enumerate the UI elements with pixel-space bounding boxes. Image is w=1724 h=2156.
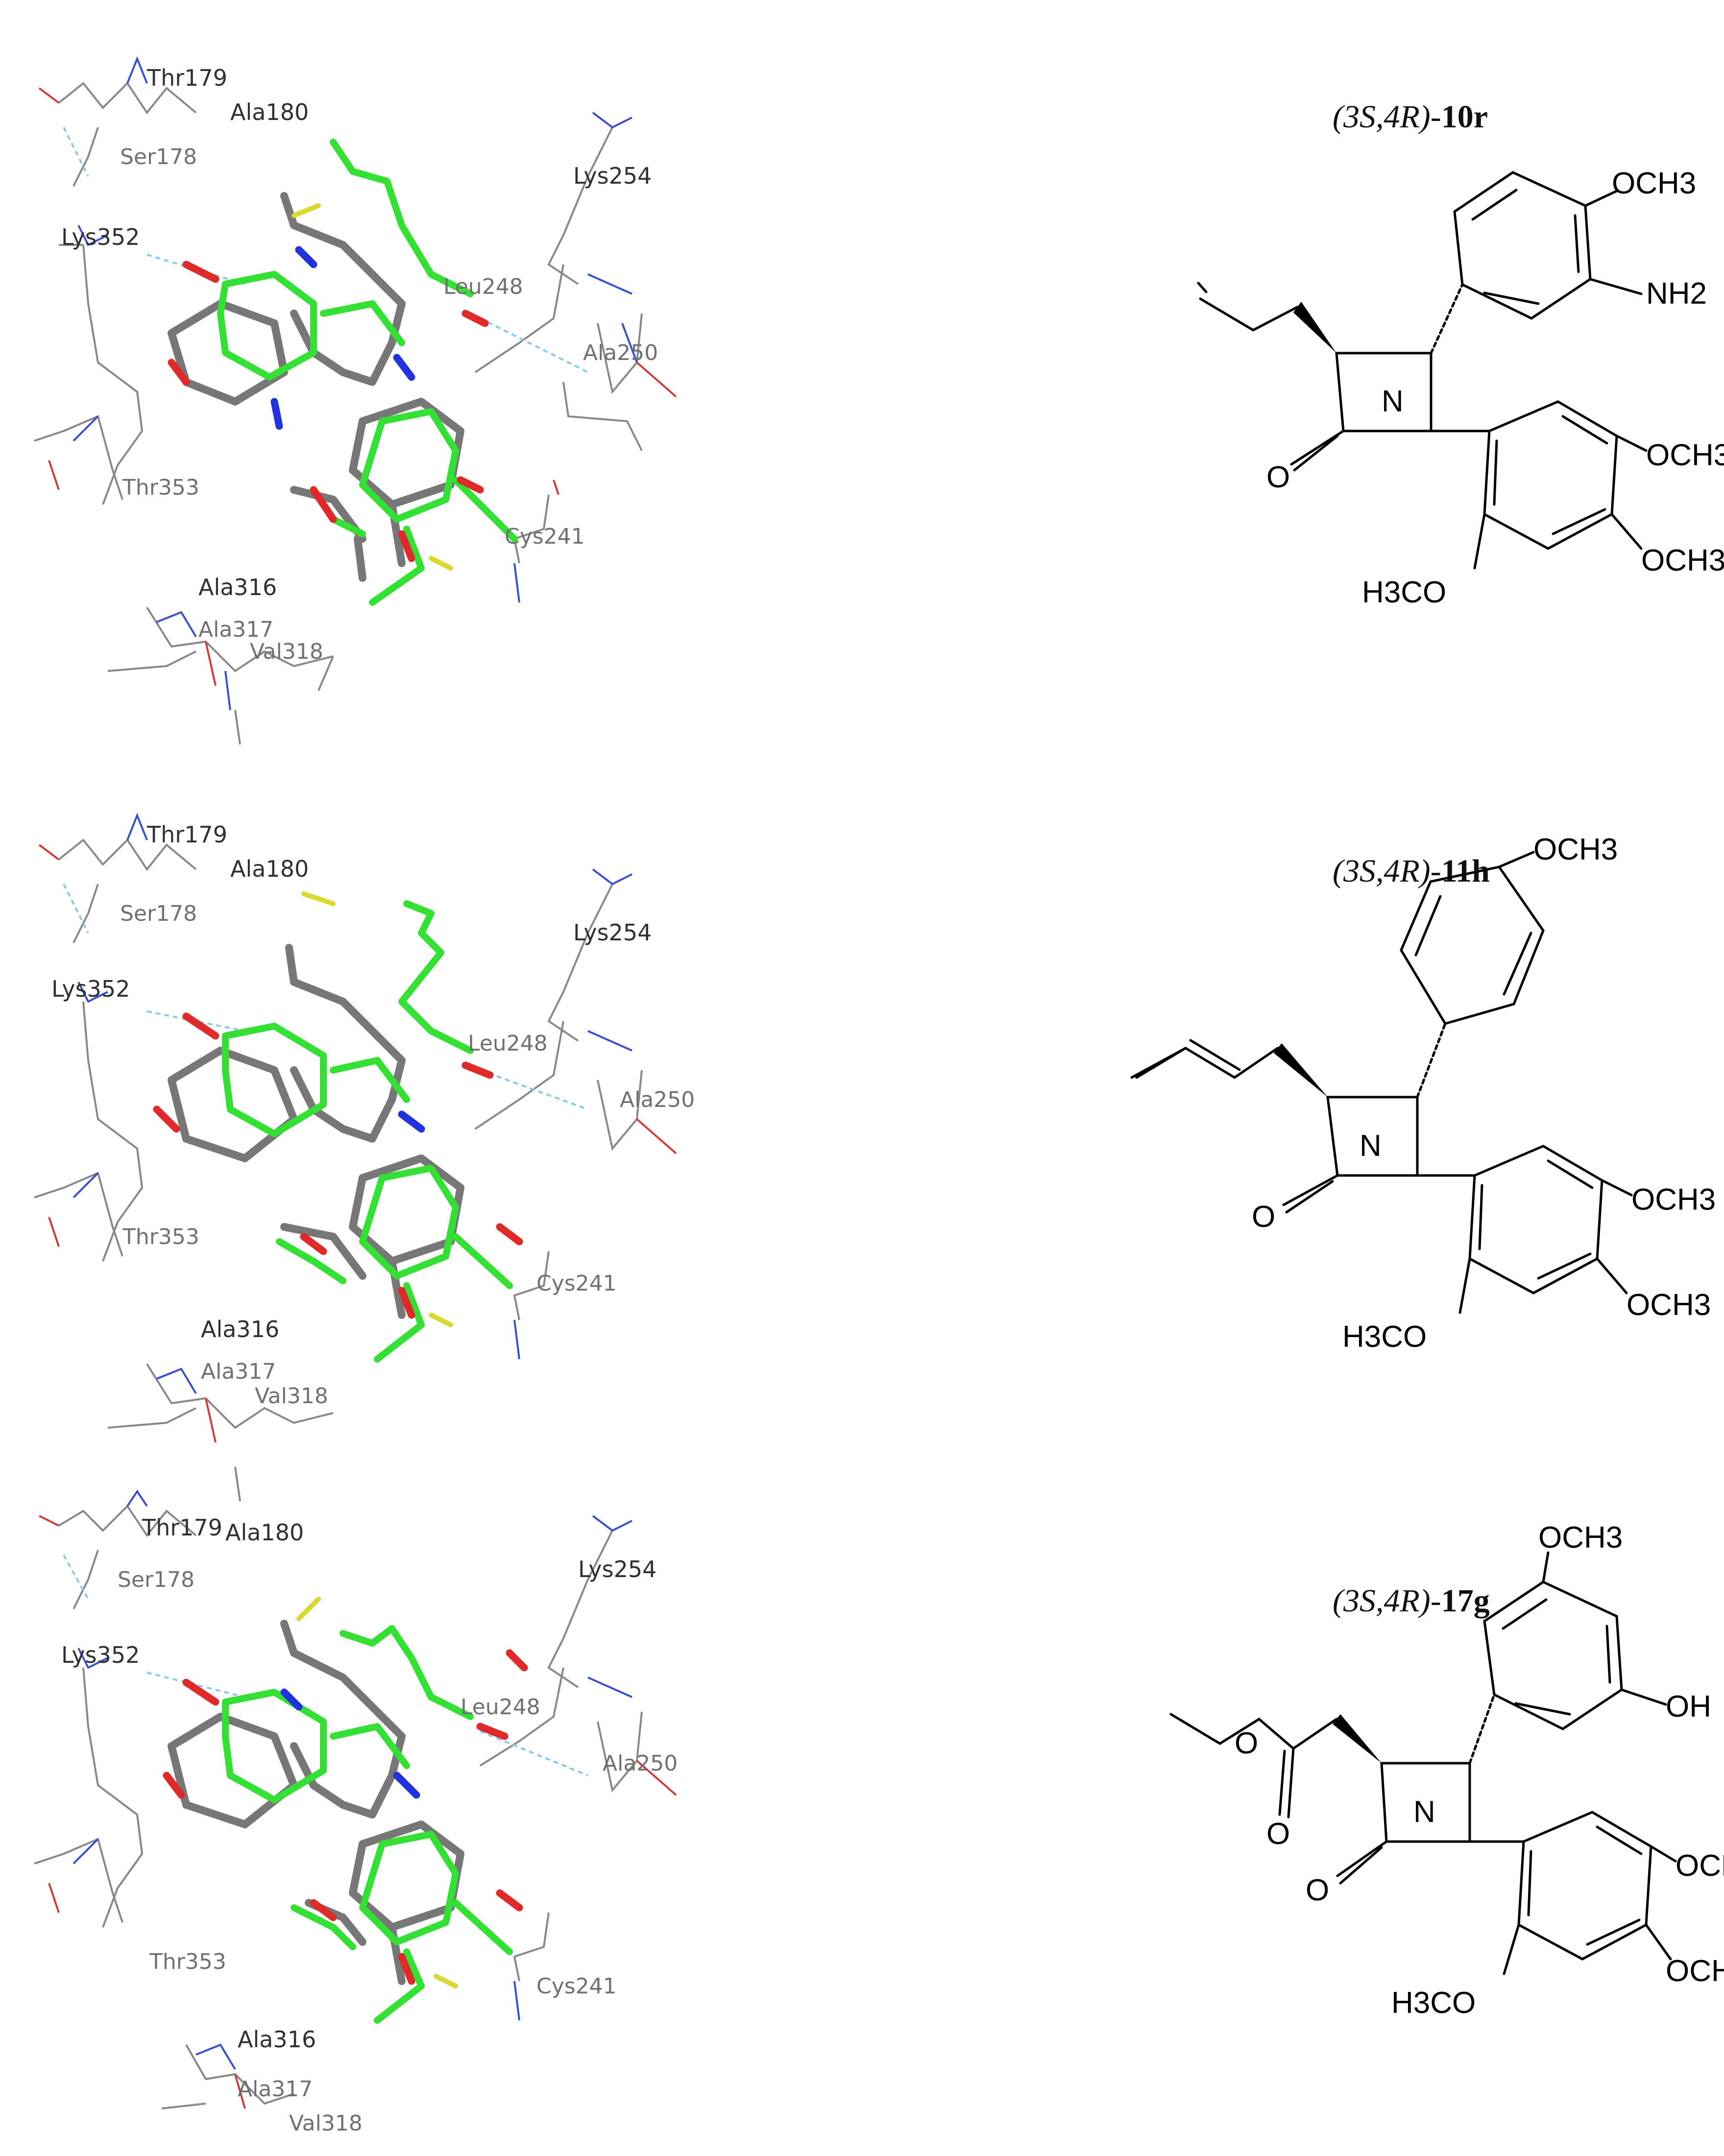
residue-label: Lys352 — [61, 224, 140, 250]
residue-label: Lys254 — [573, 919, 652, 946]
residue-label: Lys352 — [61, 1642, 140, 1668]
residue-label: Leu248 — [461, 1695, 540, 1720]
residue-label: Ala180 — [225, 1519, 304, 1546]
residue-label: Ala317 — [238, 2077, 313, 2102]
residue-label: Ser178 — [118, 1567, 194, 1592]
residue-label: Thr179 — [142, 1514, 222, 1541]
docking-panel-1: Thr179 Ala180 Ser178 Lys254 Lys352 Leu24… — [34, 56, 677, 745]
substituent-label: OCH3 — [1666, 1954, 1724, 1988]
substituent-label: OCH3 — [1675, 1849, 1724, 1883]
residue-label: Ala317 — [201, 1359, 276, 1384]
atom-n: N — [1382, 384, 1404, 418]
residue-label: Ala316 — [238, 2026, 316, 2053]
residue-label: Ala180 — [230, 99, 309, 125]
atom-n: N — [1360, 1129, 1382, 1163]
structure-10r: (3S,4R)-10r N O OCH3 NH2 OCH3 OCH3 H3CO — [1197, 99, 1724, 609]
residue-label: Ala250 — [583, 340, 658, 365]
compound-title: (3S,4R)-10r — [1333, 99, 1488, 135]
docking-panel-2: Thr179 Ala180 Ser178 Lys254 Lys352 Leu24… — [34, 813, 695, 1502]
substituent-label: OCH3 — [1641, 544, 1724, 577]
docking-panel-3: Thr179 Ala180 Ser178 Lys254 Lys352 Leu24… — [34, 1489, 678, 2136]
residue-label: Leu248 — [443, 274, 523, 299]
residue-label: Ser178 — [120, 144, 197, 169]
residue-label: Ala250 — [620, 1087, 695, 1112]
residue-label: Lys254 — [578, 1556, 656, 1582]
residue-label: Val318 — [289, 2111, 363, 2136]
compound-title: (3S,4R)-11h — [1333, 853, 1490, 889]
residue-label: Ala317 — [198, 617, 273, 642]
substituent-label: OH — [1666, 1690, 1711, 1724]
substituent-label: NH2 — [1646, 277, 1707, 311]
residue-label: Val318 — [250, 639, 323, 664]
compound-title: (3S,4R)-17g — [1333, 1583, 1490, 1619]
residue-label: Ala316 — [201, 1316, 279, 1342]
substituent-label: H3CO — [1362, 575, 1446, 609]
substituent-label: OCH3 — [1646, 438, 1724, 472]
atom-o: O — [1266, 1817, 1290, 1851]
atom-o: O — [1252, 1200, 1275, 1234]
residue-label: Val318 — [255, 1384, 328, 1409]
atom-o: O — [1266, 460, 1290, 494]
residue-label: Thr179 — [146, 65, 227, 91]
residue-label: Lys352 — [51, 976, 130, 1002]
atom-o: O — [1306, 1873, 1329, 1907]
substituent-label: OCH3 — [1627, 1288, 1711, 1322]
structure-17g: (3S,4R)-17g N O O O OCH3 OH OCH3 OCH3 H3… — [1169, 1521, 1724, 2020]
residue-label: Ala180 — [230, 856, 309, 882]
residue-label: Leu248 — [468, 1031, 548, 1056]
substituent-label: H3CO — [1342, 1320, 1427, 1354]
substituent-label: OCH3 — [1538, 1521, 1623, 1555]
residue-label: Cys241 — [536, 1271, 617, 1296]
residue-label: Ala250 — [603, 1751, 678, 1776]
atom-n: N — [1413, 1795, 1435, 1829]
residue-label: Ala316 — [198, 574, 277, 600]
structure-11h: (3S,4R)-11h N O OCH3 OCH3 OCH3 H3CO — [1130, 833, 1716, 1354]
substituent-label: OCH3 — [1533, 833, 1618, 866]
substituent-label: OCH3 — [1631, 1183, 1716, 1217]
residue-label: Thr353 — [122, 1224, 199, 1249]
residue-label: Ser178 — [120, 901, 197, 926]
substituent-label: H3CO — [1391, 1986, 1476, 2020]
residue-label: Lys254 — [573, 163, 652, 189]
residue-label: Thr179 — [146, 821, 227, 848]
residue-label: Thr353 — [122, 475, 199, 500]
residue-label: Thr353 — [149, 1949, 226, 1974]
residue-label: Cys241 — [505, 524, 585, 549]
residue-label: Cys241 — [536, 1974, 617, 1999]
substituent-label: OCH3 — [1612, 167, 1696, 200]
atom-o: O — [1235, 1726, 1258, 1760]
